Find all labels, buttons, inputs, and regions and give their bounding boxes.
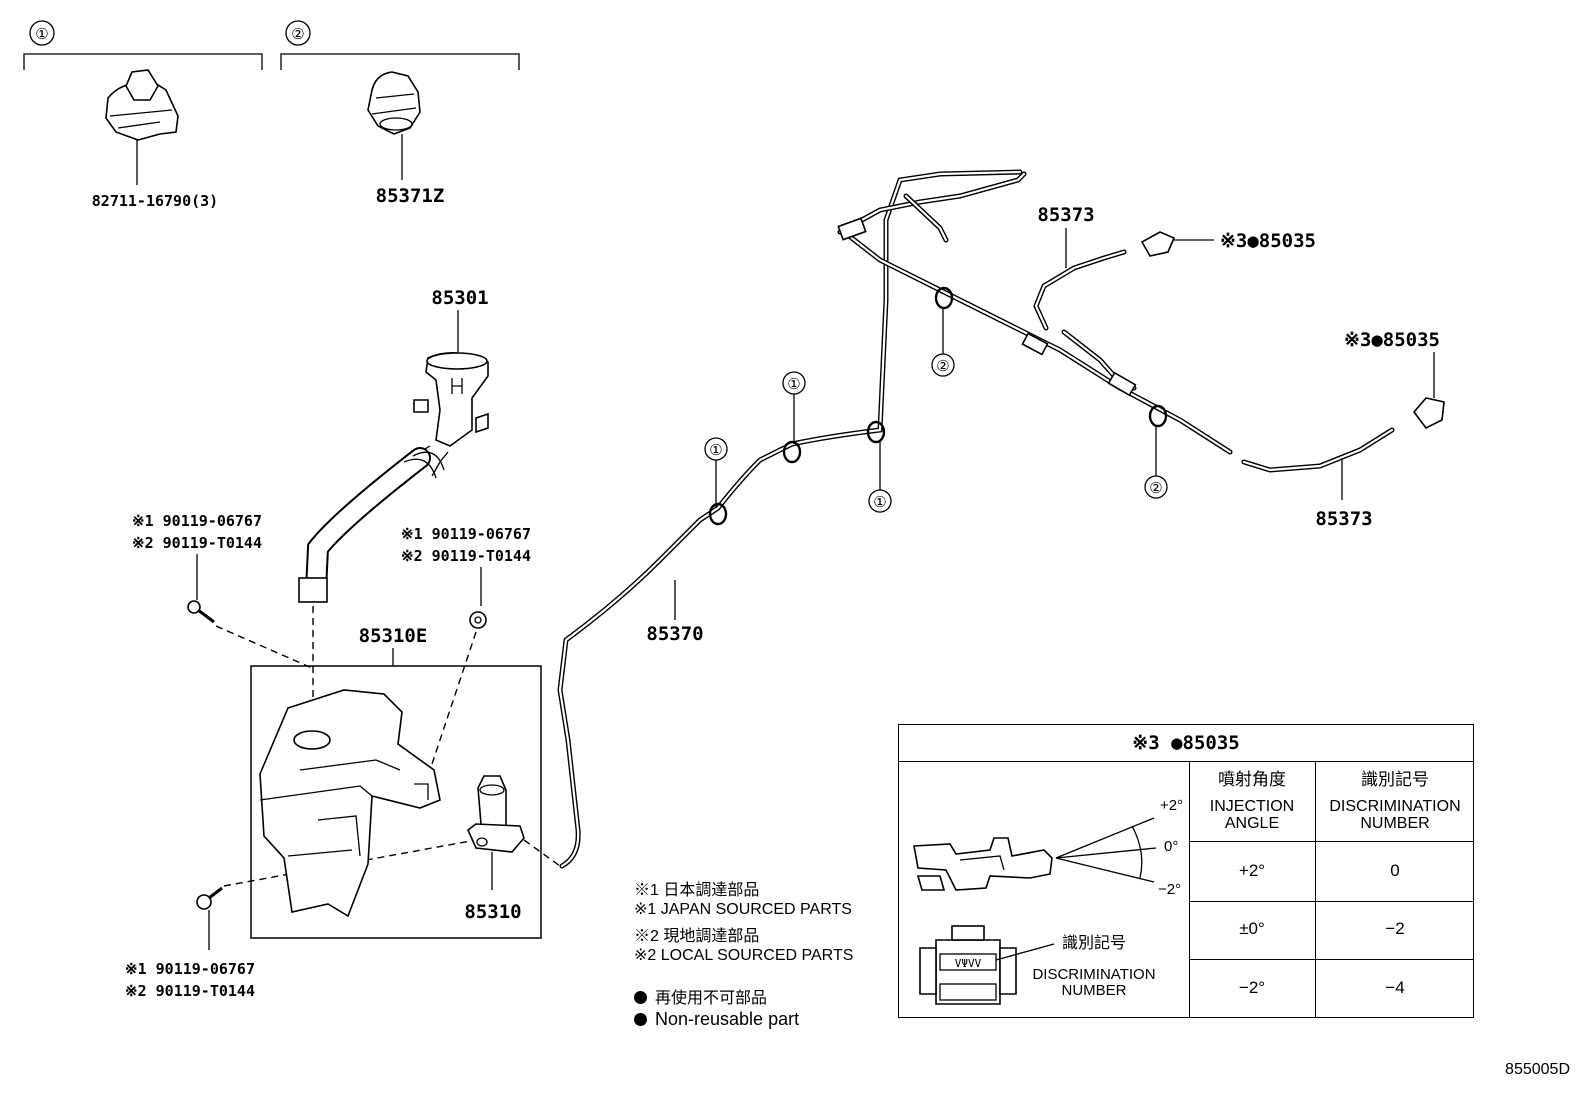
bolt-top-left: ※1 90119-06767 ※2 90119-T0144 — [132, 512, 262, 624]
part-number-85301: 85301 — [431, 287, 488, 309]
table-row-1-number: 0 — [1390, 861, 1400, 880]
pump-hose-guide — [523, 839, 561, 867]
part-number-85035-lower: ※3●85035 — [1344, 329, 1440, 351]
table-title: ※3 ●85035 — [899, 725, 1473, 762]
tank-filler-hole — [293, 730, 331, 750]
injection-angle-table: ※3 ●85035 噴射角度 INJECTION ANGLE 識別記号 DISC… — [898, 724, 1474, 1018]
col-number-jp: 識別記号 — [1361, 770, 1429, 789]
stamp-mark: VΨVV — [955, 957, 982, 970]
tank-assembly-box — [250, 665, 542, 939]
diagram-code: 855005D — [1505, 1061, 1570, 1078]
note-non-reusable-en-text: Non-reusable part — [655, 1009, 800, 1029]
hose-callout-1c-label: ① — [873, 494, 886, 511]
clip-group-2: ② 85371Z — [280, 20, 520, 207]
note-non-reusable-jp: 再使用不可部品 — [634, 984, 767, 1008]
part-number-85373-lower: 85373 — [1315, 508, 1372, 530]
table-row-1-angle: +2° — [1238, 861, 1266, 880]
table-divider — [1189, 761, 1190, 1017]
note-japan-sourced-en: ※1 JAPAN SOURCED PARTS — [634, 901, 852, 918]
col-number-en-1: DISCRIMINATION — [1329, 798, 1461, 815]
clip-85371z-drawing — [367, 71, 421, 180]
hose-callout-2a — [931, 353, 955, 377]
table-divider — [1189, 841, 1473, 842]
col-number-en-2: NUMBER — [1360, 815, 1430, 832]
hose-callout-1a-label: ① — [709, 442, 722, 459]
table-divider — [1315, 761, 1316, 1017]
hose-callout-1b-label: ① — [787, 376, 800, 393]
hose-callout-1a — [704, 437, 728, 461]
part-number-85035-upper: ※3●85035 — [1220, 230, 1316, 252]
table-divider — [1189, 901, 1473, 902]
note-local-sourced-en: ※2 LOCAL SOURCED PARTS — [634, 947, 854, 964]
non-reusable-dot-icon — [634, 1013, 647, 1026]
col-number-header: 識別記号 DISCRIMINATION NUMBER — [1315, 771, 1475, 832]
part-number-82711: 82711-16790(3) — [92, 192, 218, 210]
callout-circle-1 — [29, 20, 55, 46]
bolt-top-right-line2: ※2 90119-T0144 — [401, 547, 531, 565]
callout-number-1: ① — [35, 26, 48, 43]
hose-callout-2b-label: ② — [1149, 480, 1162, 497]
note-non-reusable-jp-text: 再使用不可部品 — [655, 990, 768, 1007]
bolt-bottom-line1: ※1 90119-06767 — [125, 960, 255, 978]
part-number-85371z: 85371Z — [376, 185, 445, 207]
note-non-reusable-en: Non-reusable part — [634, 1009, 799, 1030]
washer-pump — [467, 775, 525, 890]
part-number-85310: 85310 — [464, 901, 521, 923]
bolt-top-right-line1: ※1 90119-06767 — [401, 525, 531, 543]
hose-callout-2b — [1144, 475, 1168, 499]
bolt-bottom: ※1 90119-06767 ※2 90119-T0144 — [125, 886, 255, 1000]
angle-label-plus: +2° — [1160, 797, 1183, 814]
hose-85373-upper: 85373 — [1033, 204, 1127, 331]
bolt-bottom-guide — [223, 839, 477, 887]
note-japan-sourced-jp: ※1 日本調達部品 — [634, 882, 760, 899]
table-row-3-angle: −2° — [1238, 978, 1266, 997]
clip-group-1: ① 82711-16790(3) — [23, 20, 263, 210]
bolt-bottom-line2: ※2 90119-T0144 — [125, 982, 255, 1000]
washer-tank — [259, 689, 441, 918]
hose-callouts: ① ① ① ② ② — [704, 308, 1168, 513]
non-reusable-dot-icon — [634, 991, 647, 1004]
disc-label-en-1: DISCRIMINATION — [1032, 966, 1155, 983]
part-number-85373-upper: 85373 — [1037, 204, 1094, 226]
nozzle-lower: ※3●85035 — [1344, 329, 1445, 430]
bolt-top-left-guide — [215, 625, 313, 669]
bracket-1 — [23, 53, 263, 70]
hose-callout-1b — [782, 371, 806, 395]
bolt-top-right: ※1 90119-06767 ※2 90119-T0144 — [401, 525, 531, 629]
angle-label-zero: 0° — [1164, 838, 1178, 855]
table-divider — [1189, 959, 1473, 960]
part-number-85370: 85370 — [646, 623, 703, 645]
disc-label-jp: 識別記号 — [1062, 934, 1126, 952]
table-row-3-number: −4 — [1385, 978, 1405, 997]
bracket-2 — [280, 53, 520, 70]
table-row-2-angle: ±0° — [1239, 919, 1265, 938]
col-angle-jp: 噴射角度 — [1218, 770, 1286, 789]
tank-assembly: 85310E 85310 — [250, 625, 542, 939]
note-local-sourced-jp: ※2 現地調達部品 — [634, 928, 760, 945]
hose-85373-lower: 85373 — [1241, 427, 1395, 530]
angle-label-minus: −2° — [1158, 881, 1181, 898]
table-row-2-number: −2 — [1385, 919, 1405, 938]
col-angle-header: 噴射角度 INJECTION ANGLE — [1189, 771, 1315, 832]
bolt-top-left-line2: ※2 90119-T0144 — [132, 534, 262, 552]
washer-hose-main — [557, 169, 1233, 869]
filler-inlet: 85301 — [298, 287, 489, 603]
nozzle-upper: ※3●85035 — [1140, 230, 1316, 257]
col-angle-en-1: INJECTION — [1209, 798, 1295, 815]
hose-callout-2a-label: ② — [936, 358, 949, 375]
callout-circle-2 — [285, 20, 311, 46]
inlet-tube-end — [298, 577, 328, 603]
callout-number-2: ② — [291, 26, 304, 43]
disc-label-en-2: NUMBER — [1061, 982, 1126, 999]
hose-callout-1c — [868, 489, 892, 513]
bolt-top-left-line1: ※1 90119-06767 — [132, 512, 262, 530]
nozzle-angle-illustration: +2° 0° −2° VΨVV 識別記号 DISCRIMINATION NUMB… — [913, 797, 1183, 1005]
bolt-top-right-guide — [431, 631, 477, 765]
part-number-85310e: 85310E — [359, 625, 428, 647]
col-angle-en-2: ANGLE — [1224, 815, 1280, 832]
clip-82711-drawing — [105, 69, 179, 185]
